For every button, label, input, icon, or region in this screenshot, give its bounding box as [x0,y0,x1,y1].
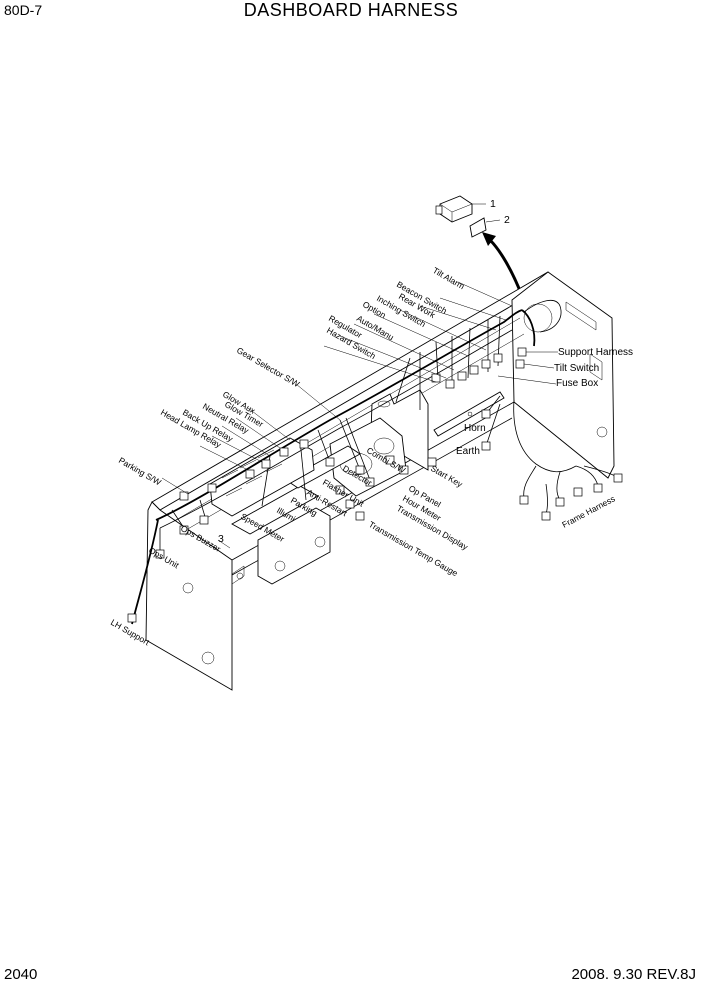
label-support-harness: Support Harness [558,347,633,358]
label-auto-manu: Auto/Manu [355,313,396,342]
label-transmission-temp-gauge: Transmission Temp Gauge [367,519,460,578]
label-horn: Horn [464,423,486,434]
cover-part-2 [469,217,501,238]
label-fuse-box: Fuse Box [556,378,598,389]
relay-part-1 [435,195,486,223]
revision-date: 2008. 9.30 REV.8J [571,966,696,983]
model-code: 80D-7 [4,2,43,18]
assembly-arrow [482,232,524,297]
callout-2: 2 [504,214,510,226]
label-tilt-alarm: Tilt Alarm [431,265,466,291]
label-parking-sw: Parking S/W [117,455,163,487]
leader-lines [161,281,558,549]
label-start-key: Start Key [429,463,465,490]
label-earth: Earth [456,446,480,457]
label-tilt-switch: Tilt Switch [554,363,599,374]
label-frame-harness: Frame Harness [560,493,616,529]
page-number: 2040 [4,966,38,983]
callout-3: 3 [218,533,224,545]
label-gear-selector: Gear Selector S/W [235,345,301,389]
dashboard-housing [145,271,615,691]
page-title: DASHBOARD HARNESS [243,0,459,20]
connectors [127,347,623,623]
lower-bracket [231,445,361,585]
callout-1: 1 [490,198,496,210]
